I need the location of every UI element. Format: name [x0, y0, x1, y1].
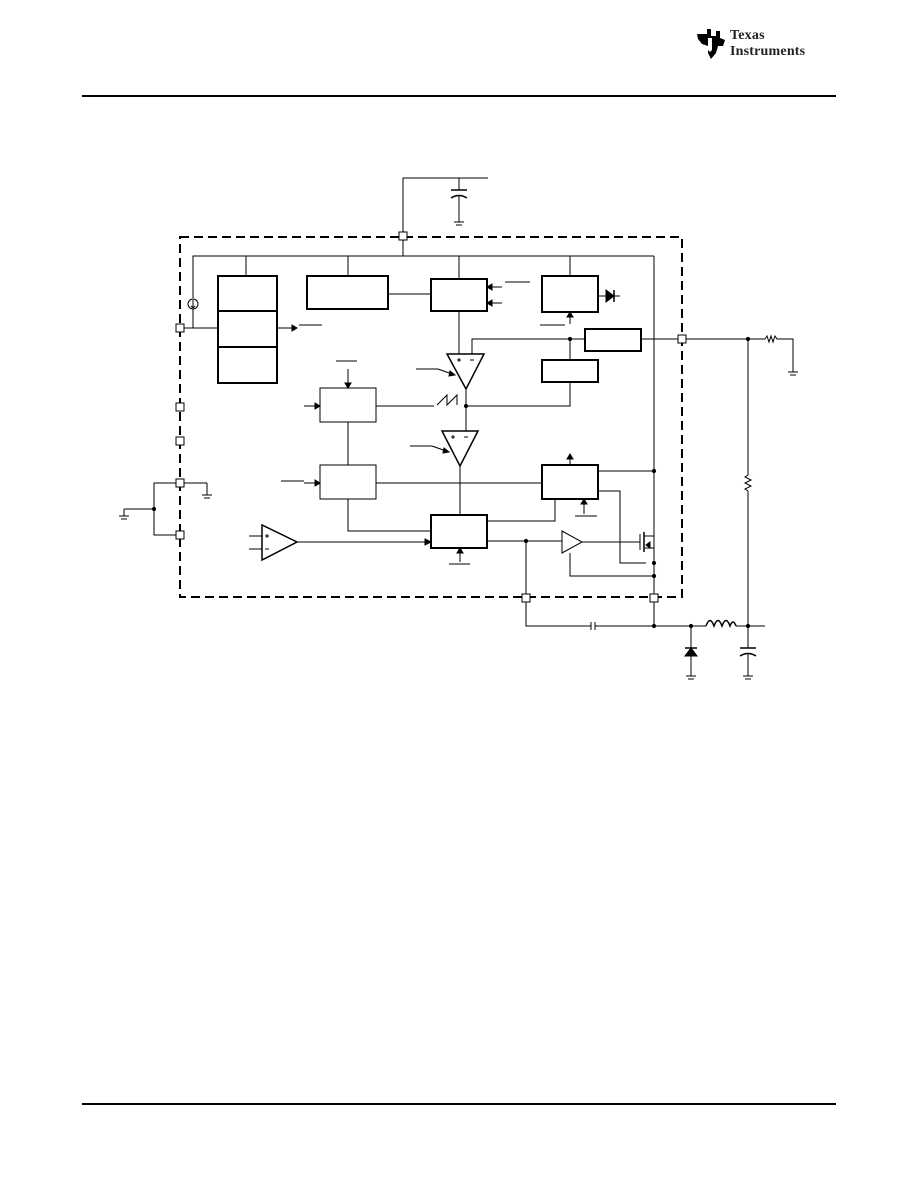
footer-rule	[82, 1103, 836, 1105]
boost-regulator-block	[541, 275, 599, 313]
pin-vsense	[677, 334, 687, 344]
latch-block	[319, 464, 377, 500]
driver-logic-block	[430, 514, 488, 549]
error-amplifier	[445, 353, 486, 391]
output-capacitor	[739, 626, 757, 680]
brand-line1: Texas	[730, 28, 765, 43]
ic-boundary	[179, 236, 683, 598]
pin-comp	[175, 436, 185, 446]
pin-gnd	[175, 478, 185, 488]
header-rule	[82, 95, 836, 97]
gate-buffer	[561, 530, 584, 554]
soft-start-block	[541, 359, 599, 383]
reference-block	[584, 328, 642, 352]
pwm-comparator	[440, 430, 480, 468]
pin-ss	[175, 402, 185, 412]
pin-boot	[521, 593, 531, 603]
ti-logo: Texas Instruments	[694, 26, 840, 66]
pin-vin	[398, 231, 408, 241]
control-logic-block	[430, 278, 488, 312]
pin-en	[175, 323, 185, 333]
ti-logo-icon	[697, 29, 725, 59]
brand-line2: Instruments	[730, 44, 806, 59]
current-sense-amplifier	[261, 523, 299, 562]
oscillator-block	[306, 275, 389, 310]
catch-diode	[684, 623, 698, 680]
output-inductor	[705, 619, 737, 629]
current-source	[187, 298, 199, 328]
input-capacitor	[402, 177, 488, 237]
pin-pgnd	[175, 530, 185, 540]
supply-rail	[192, 240, 404, 298]
enable-block-stack	[217, 275, 278, 384]
diode-icon	[605, 289, 615, 303]
gate-driver-block	[541, 464, 599, 500]
sawtooth-icon	[436, 393, 458, 407]
pin-ph	[649, 593, 659, 603]
ramp-generator-block	[319, 387, 377, 423]
load-resistor-top	[764, 334, 794, 372]
feedback-resistor	[743, 474, 753, 492]
high-side-mosfet	[639, 532, 654, 552]
